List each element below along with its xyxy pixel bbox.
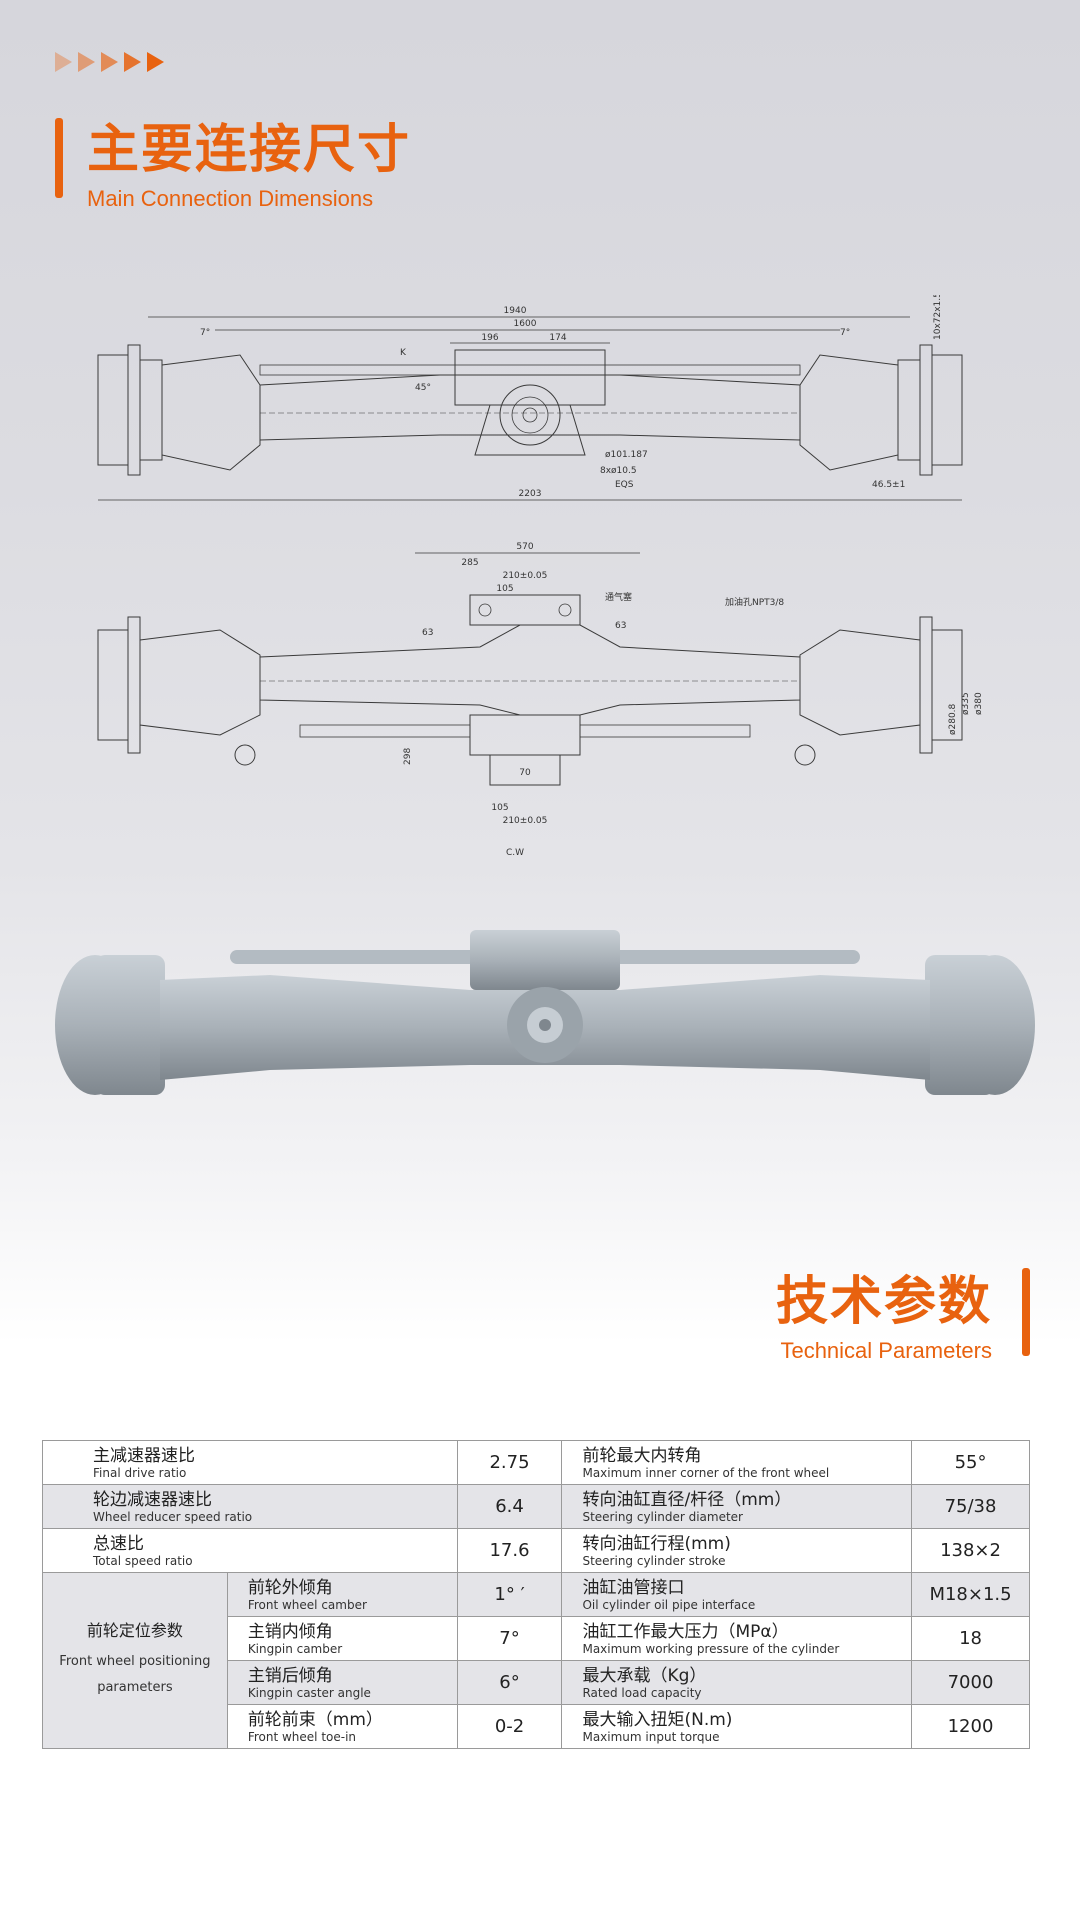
dim-label: 210±0.05 <box>503 816 548 826</box>
param-label: 主减速器速比 Final drive ratio <box>42 1440 458 1485</box>
param-label: 总速比 Total speed ratio <box>42 1528 458 1573</box>
dim-label: 1600 <box>514 319 537 329</box>
param-label: 轮边减速器速比 Wheel reducer speed ratio <box>42 1484 458 1529</box>
param-value: 17.6 <box>456 1528 563 1573</box>
dim-label: C.W <box>506 848 524 858</box>
dim-label: 63 <box>422 628 433 638</box>
param-value: 0-2 <box>456 1704 563 1749</box>
dim-label: ø280.8 <box>948 703 958 735</box>
dim-label: 105 <box>496 584 513 594</box>
technical-drawing: 1940 1600 196 174 7° 7° 45° K ø101.187 8… <box>97 295 984 858</box>
arrow-icon <box>124 52 141 72</box>
title-accent-bar <box>55 118 63 198</box>
param-value: 2.75 <box>456 1440 563 1485</box>
param-value: 7° <box>456 1616 563 1661</box>
param-value: 18 <box>911 1616 1030 1661</box>
param-label: 转向油缸直径/杆径（mm） Steering cylinder diameter <box>561 1484 913 1529</box>
arrow-icon <box>147 52 164 72</box>
param-value: 6.4 <box>456 1484 563 1529</box>
dim-label: 174 <box>549 333 566 343</box>
param-value: 55° <box>911 1440 1030 1485</box>
param-value: 6° <box>456 1660 563 1705</box>
param-label: 最大输入扭矩(N.m) Maximum input torque <box>561 1704 913 1749</box>
axle-product-image <box>55 930 1035 1095</box>
title-en: Main Connection Dimensions <box>87 186 374 211</box>
param-value: M18×1.5 <box>911 1572 1030 1617</box>
dim-label: 196 <box>481 333 498 343</box>
dim-label: 63 <box>615 621 626 631</box>
param-label: 主销后倾角 Kingpin caster angle <box>226 1660 458 1705</box>
table-row: 主减速器速比 Final drive ratio 2.75 前轮最大内转角 Ma… <box>42 1440 1030 1485</box>
title-en: Technical Parameters <box>780 1338 992 1363</box>
section-title-technical: 技术参数 Technical Parameters <box>740 1268 1030 1363</box>
table-row: 总速比 Total speed ratio 17.6 转向油缸行程(mm) St… <box>42 1528 1030 1573</box>
dim-label: 105 <box>491 803 508 813</box>
dim-label: EQS <box>615 480 634 490</box>
dim-label: 1940 <box>504 306 527 316</box>
drawing-front-view: 570 285 210±0.05 105 63 63 通气塞 加油孔NPT3/8… <box>97 542 984 858</box>
decorative-arrows <box>55 52 164 72</box>
table-row: 主销内倾角 Kingpin camber 7° 油缸工作最大压力（MPα） Ma… <box>43 1616 1030 1661</box>
param-label: 主销内倾角 Kingpin camber <box>226 1616 458 1661</box>
param-label: 最大承载（Kg） Rated load capacity <box>561 1660 913 1705</box>
dim-label: 298 <box>403 748 413 765</box>
param-label: 油缸工作最大压力（MPα） Maximum working pressure o… <box>561 1616 913 1661</box>
param-label: 前轮最大内转角 Maximum inner corner of the fron… <box>561 1440 913 1485</box>
arrow-icon <box>101 52 118 72</box>
param-value: 7000 <box>911 1660 1030 1705</box>
dim-label: 7° <box>840 328 850 338</box>
param-value: 138×2 <box>911 1528 1030 1573</box>
title-cn: 主要连接尺寸 <box>87 120 412 180</box>
dim-label: 通气塞 <box>605 591 632 603</box>
dim-label: 285 <box>461 558 478 568</box>
dim-label: 10x72x1.5 <box>933 295 943 340</box>
dim-label: 加油孔NPT3/8 <box>725 596 784 608</box>
dim-label: 70 <box>519 768 531 778</box>
dim-label: 570 <box>516 542 533 552</box>
dim-label: ø380 <box>974 692 984 715</box>
title-accent-bar <box>1022 1268 1030 1356</box>
param-label: 前轮外倾角 Front wheel camber <box>226 1572 458 1617</box>
title-cn: 技术参数 <box>775 1272 992 1332</box>
param-label: 前轮前束（mm） Front wheel toe-in <box>226 1704 458 1749</box>
dim-label: 210±0.05 <box>503 571 548 581</box>
dim-label: 7° <box>200 328 210 338</box>
table-row: 前轮前束（mm） Front wheel toe-in 0-2 最大输入扭矩(N… <box>43 1704 1030 1749</box>
dim-label: K <box>400 348 407 358</box>
dim-label: 2203 <box>519 489 542 499</box>
dim-label: ø335 <box>961 692 971 715</box>
dim-label: 46.5±1 <box>872 480 905 490</box>
param-value: 75/38 <box>911 1484 1030 1529</box>
dim-label: 45° <box>415 383 431 393</box>
spec-table: 主减速器速比 Final drive ratio 2.75 前轮最大内转角 Ma… <box>42 1440 1030 1749</box>
dim-label: ø101.187 <box>605 450 648 460</box>
param-value: 1° ′ <box>456 1572 563 1617</box>
group-label: 前轮定位参数 Front wheel positioning parameter… <box>42 1572 228 1749</box>
param-label: 转向油缸行程(mm) Steering cylinder stroke <box>561 1528 913 1573</box>
param-value: 1200 <box>911 1704 1030 1749</box>
drawing-top-view: 1940 1600 196 174 7° 7° 45° K ø101.187 8… <box>97 295 963 501</box>
arrow-icon <box>55 52 72 72</box>
table-row: 前轮定位参数 Front wheel positioning parameter… <box>42 1572 1030 1749</box>
table-row: 轮边减速器速比 Wheel reducer speed ratio 6.4 转向… <box>42 1484 1030 1529</box>
arrow-icon <box>78 52 95 72</box>
dim-label: 8xø10.5 <box>600 466 637 476</box>
param-label: 油缸油管接口 Oil cylinder oil pipe interface <box>561 1572 913 1617</box>
